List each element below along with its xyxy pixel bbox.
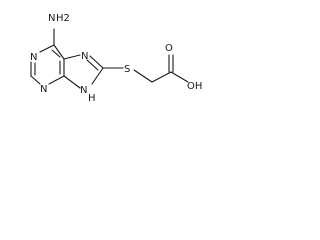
bond-c5-n7	[63, 54, 81, 60]
atom-label-oh: OH	[187, 81, 202, 92]
atom-label-n1: N	[30, 52, 37, 63]
bond-c-oh	[170, 71, 189, 83]
atom-label-n3: N	[40, 84, 47, 95]
bonds	[30, 28, 189, 89]
bond-c8-n9	[91, 67, 104, 85]
bond-n9-c4	[63, 75, 81, 89]
atom-labels: N H2 N N N N H S O OH	[30, 13, 202, 104]
atom-label-n7: N	[81, 51, 88, 62]
atom-label-n9-h: H	[88, 93, 96, 104]
atom-label-o-carbonyl: O	[165, 43, 173, 54]
atom-label-n9: N	[80, 85, 87, 96]
atom-label-amine-n: N	[48, 13, 55, 24]
atom-label-s: S	[124, 64, 130, 75]
bond-s-ch2	[133, 69, 153, 83]
bond-c6-n1	[39, 44, 55, 53]
atom-label-amine-h2: H2	[56, 13, 70, 24]
bond-c2-n3	[30, 75, 41, 85]
bond-c5-c6-inner	[51, 49, 61, 58]
bond-n7-c8-inner	[86, 59, 99, 71]
bond-ch2-cooh	[151, 71, 172, 83]
bond-c5-c6	[53, 44, 65, 60]
chemical-structure-diagram: N H2 N N N N H S O OH	[30, 13, 202, 104]
bond-n3-c4	[48, 75, 65, 85]
bond-n7-c8	[89, 55, 104, 69]
